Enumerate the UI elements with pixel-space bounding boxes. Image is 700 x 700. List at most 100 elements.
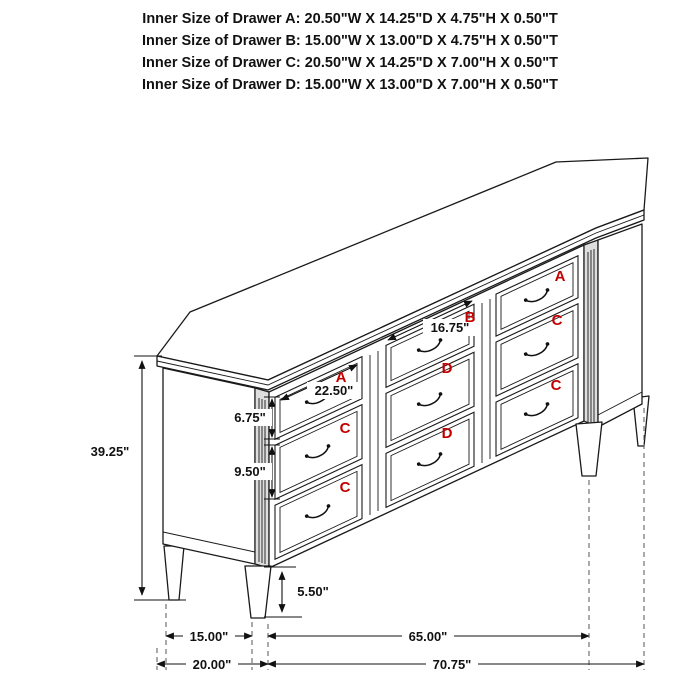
label-drawer-c-left-bottom: C xyxy=(340,479,351,496)
spec-header: Inner Size of Drawer A: 20.50"W X 14.25"… xyxy=(0,8,700,96)
drawer-handle-icon xyxy=(304,444,331,459)
dim-label: 70.75" xyxy=(433,657,472,672)
right-side-panel xyxy=(597,223,643,428)
drawer-panel-molding xyxy=(279,470,358,554)
dim-label-bg xyxy=(228,409,272,426)
dresser-top xyxy=(156,157,649,391)
drawer-panel-molding xyxy=(500,261,574,331)
drawer-handle-icon xyxy=(304,504,331,519)
dim-overall-depth: 20.00" xyxy=(156,656,269,672)
dresser-drawing xyxy=(156,157,650,619)
drawer-front xyxy=(495,254,579,337)
leg-front-right xyxy=(575,421,603,477)
handle-bail xyxy=(525,289,549,303)
right-base-molding xyxy=(597,391,643,416)
dim-label-bg xyxy=(423,319,477,336)
drawer-panel-molding xyxy=(500,309,574,391)
drawer-c-left-bottom xyxy=(274,463,363,561)
drawer-handle-icon xyxy=(523,288,550,303)
handle-bail xyxy=(306,445,330,459)
dim-label-bg xyxy=(402,628,454,644)
dim-label: 6.75" xyxy=(234,410,265,425)
drawer-front xyxy=(274,463,363,561)
dim-small-drawer-height: 6.75" xyxy=(228,396,280,440)
drawer-d-middle xyxy=(385,351,475,449)
handle-posts xyxy=(304,504,331,518)
handle-posts xyxy=(416,452,443,466)
right-side-face xyxy=(597,223,643,428)
drawer-front xyxy=(385,351,475,449)
handle-bail xyxy=(418,453,442,467)
drawer-d-middle-bottom xyxy=(385,411,475,509)
dim-ticks xyxy=(264,396,280,440)
spec-line-c: Inner Size of Drawer C: 20.50"W X 14.25"… xyxy=(142,55,558,71)
left-base-molding xyxy=(162,531,256,553)
drawer-handle-icon xyxy=(523,342,550,357)
dim-width-between-legs: 65.00" xyxy=(267,628,590,644)
dim-label-bg xyxy=(186,656,238,672)
dim-label-bg xyxy=(307,382,361,399)
dim-depth-between-legs: 15.00" xyxy=(165,628,253,644)
handle-bail xyxy=(525,403,549,417)
handle-posts xyxy=(523,288,550,302)
dim-label-bg xyxy=(291,583,335,600)
label-drawer-c-right-bottom: C xyxy=(551,377,562,394)
drawer-a-right xyxy=(495,254,579,337)
dim-label: 15.00" xyxy=(190,629,229,644)
spec-line-d: Inner Size of Drawer D: 15.00"W X 13.00"… xyxy=(142,77,558,93)
dim-label: 22.50" xyxy=(315,383,354,398)
label-drawer-b: B xyxy=(465,309,476,326)
handle-posts xyxy=(523,402,550,416)
drawer-front xyxy=(495,302,579,397)
handle-bail xyxy=(418,393,442,407)
drawer-handle-icon xyxy=(416,452,443,467)
dim-label-bg xyxy=(228,463,272,480)
dim-ticks xyxy=(264,566,302,618)
handle-posts xyxy=(523,342,550,356)
dim-label: 9.50" xyxy=(234,464,265,479)
drawer-c-right-middle xyxy=(495,302,579,397)
top-edge-band xyxy=(156,209,645,391)
handle-bail xyxy=(306,505,330,519)
drawer-front xyxy=(495,362,579,457)
leg-front-left xyxy=(244,565,272,619)
label-drawer-d-middle: D xyxy=(442,360,453,377)
drawer-front xyxy=(385,411,475,509)
right-pilaster xyxy=(583,239,599,428)
handle-posts xyxy=(304,444,331,458)
stile-lines xyxy=(369,299,491,515)
handle-bail xyxy=(418,339,442,353)
label-drawer-d-bottom: D xyxy=(442,425,453,442)
label-drawer-a-right: A xyxy=(555,268,566,285)
dim-leg-height: 5.50" xyxy=(264,566,335,618)
dim-drawer-b-width: 16.75" xyxy=(387,300,477,341)
handle-posts xyxy=(416,392,443,406)
drawer-panel-molding xyxy=(390,418,470,502)
label-drawer-a-left: A xyxy=(336,369,347,386)
spec-line-a: Inner Size of Drawer A: 20.50"W X 14.25"… xyxy=(142,11,558,27)
dim-label: 39.25" xyxy=(91,444,130,459)
drawer-c-right-bottom xyxy=(495,362,579,457)
handle-bail xyxy=(525,343,549,357)
dim-overall-width: 70.75" xyxy=(267,656,645,672)
label-drawer-c-right-middle: C xyxy=(552,312,563,329)
dim-ticks xyxy=(264,444,280,500)
dim-label-bg xyxy=(426,656,478,672)
drawer-panel-molding xyxy=(500,369,574,451)
dim-label-bg xyxy=(82,443,138,460)
dim-large-drawer-height: 9.50" xyxy=(228,444,280,500)
drawer-panel-molding xyxy=(279,410,358,494)
drawer-handle-icon xyxy=(523,402,550,417)
dim-label: 5.50" xyxy=(297,584,328,599)
dim-ticks xyxy=(134,355,186,601)
leg-back-left xyxy=(163,545,185,601)
label-drawer-c-left-middle: C xyxy=(340,420,351,437)
dim-drawer-a-width: 22.50" xyxy=(280,364,361,401)
drawer-letter-labels: A C C B D D A C C xyxy=(336,268,566,496)
dim-overall-height: 39.25" xyxy=(82,355,186,601)
dim-label: 65.00" xyxy=(409,629,448,644)
drawer-handle-icon xyxy=(416,392,443,407)
dim-label-bg xyxy=(183,628,235,644)
